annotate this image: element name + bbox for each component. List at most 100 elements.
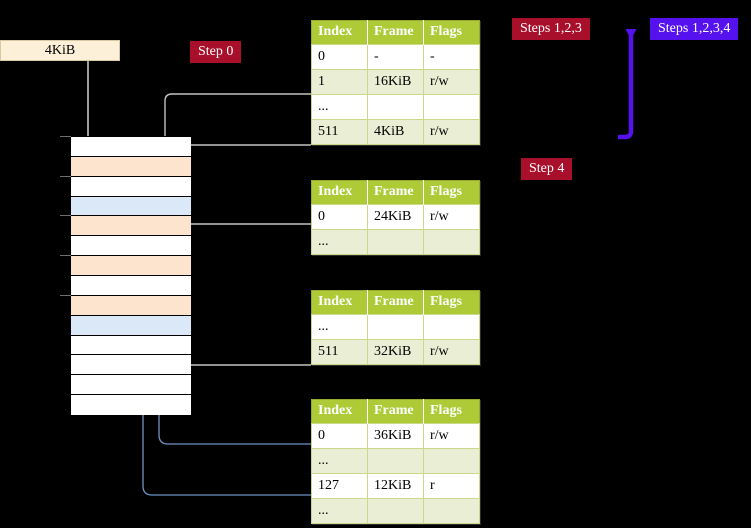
column-header-index: Index [311,399,368,424]
memory-frame-row [71,276,191,296]
connector-table3-row511 [181,312,311,366]
memory-frame-row [71,216,191,237]
column-header-flags: Flags [423,399,480,424]
table-cell [423,498,480,524]
memory-frame-row [71,137,191,157]
table-cell: ... [311,314,368,340]
table-cell: 511 [311,119,368,145]
table-cell: 127 [311,473,368,499]
table-row: ... [311,448,480,474]
table-row: ... [311,94,480,120]
badge-step-0: Step 0 [190,41,242,63]
memory-frame-row [71,355,191,376]
table-cell: 36KiB [367,423,424,449]
memory-tick [60,215,71,217]
table-cell: 4KiB [367,119,424,145]
steps-bracket-arrow [618,29,637,140]
memory-size-label: 4KiB [44,43,76,58]
table-row: ... [311,314,480,340]
table-cell: ... [311,498,368,524]
table-cell: 0 [311,44,368,70]
table-cell: 511 [311,339,368,365]
table-cell: - [367,44,424,70]
column-header-frame: Frame [367,180,424,205]
memory-frame-row [71,395,191,415]
table-cell [423,229,480,255]
memory-frame-row [71,335,191,356]
table-row: ... [311,498,480,524]
memory-frame-row [71,295,191,316]
memory-frame-row [71,236,191,257]
table-cell [367,498,424,524]
badge-step-4: Step 4 [521,158,573,180]
table-cell: 24KiB [367,204,424,230]
table-cell: 16KiB [367,69,424,95]
badge-steps-123: Steps 1,2,3 [512,18,590,40]
connector-table1-row511 [178,144,311,154]
badge-steps-1234: Steps 1,2,3,4 [650,18,739,40]
table-cell [423,448,480,474]
table-cell: r/w [423,69,480,95]
table-cell: ... [311,448,368,474]
table-row: ... [311,229,480,255]
table-cell: 32KiB [367,339,424,365]
physical-memory-column [70,136,191,415]
table-cell: r/w [423,204,480,230]
table-cell: ... [311,94,368,120]
table-cell: r [423,473,480,499]
table-cell [423,314,480,340]
table-cell: - [423,44,480,70]
memory-frame-row [71,196,191,217]
memory-tick [60,136,71,137]
table-cell: 12KiB [367,473,424,499]
column-header-frame: Frame [367,399,424,424]
table-row: 0-- [311,44,480,70]
column-header-index: Index [311,180,368,205]
memory-frame-row [71,375,191,396]
table-cell: ... [311,229,368,255]
table-cell [423,94,480,120]
memory-frame-row [71,156,191,177]
column-header-frame: Frame [367,20,424,45]
table-cell [367,94,424,120]
table-cell: r/w [423,119,480,145]
table-cell: r/w [423,339,480,365]
table-cell [367,448,424,474]
table-cell: 0 [311,204,368,230]
memory-size-bar: 4KiB [0,40,120,61]
table-cell: 1 [311,69,368,95]
memory-tick [60,294,71,296]
column-header-flags: Flags [423,290,480,315]
table-cell [367,229,424,255]
column-header-flags: Flags [423,20,480,45]
column-header-index: Index [311,20,368,45]
memory-frame-row [71,256,191,276]
memory-frame-row [71,315,191,336]
memory-tick [60,175,71,177]
table-cell [367,314,424,340]
memory-tick [60,255,71,257]
table-cell: 0 [311,423,368,449]
column-header-index: Index [311,290,368,315]
column-header-frame: Frame [367,290,424,315]
memory-frame-row [71,176,191,197]
column-header-flags: Flags [423,180,480,205]
